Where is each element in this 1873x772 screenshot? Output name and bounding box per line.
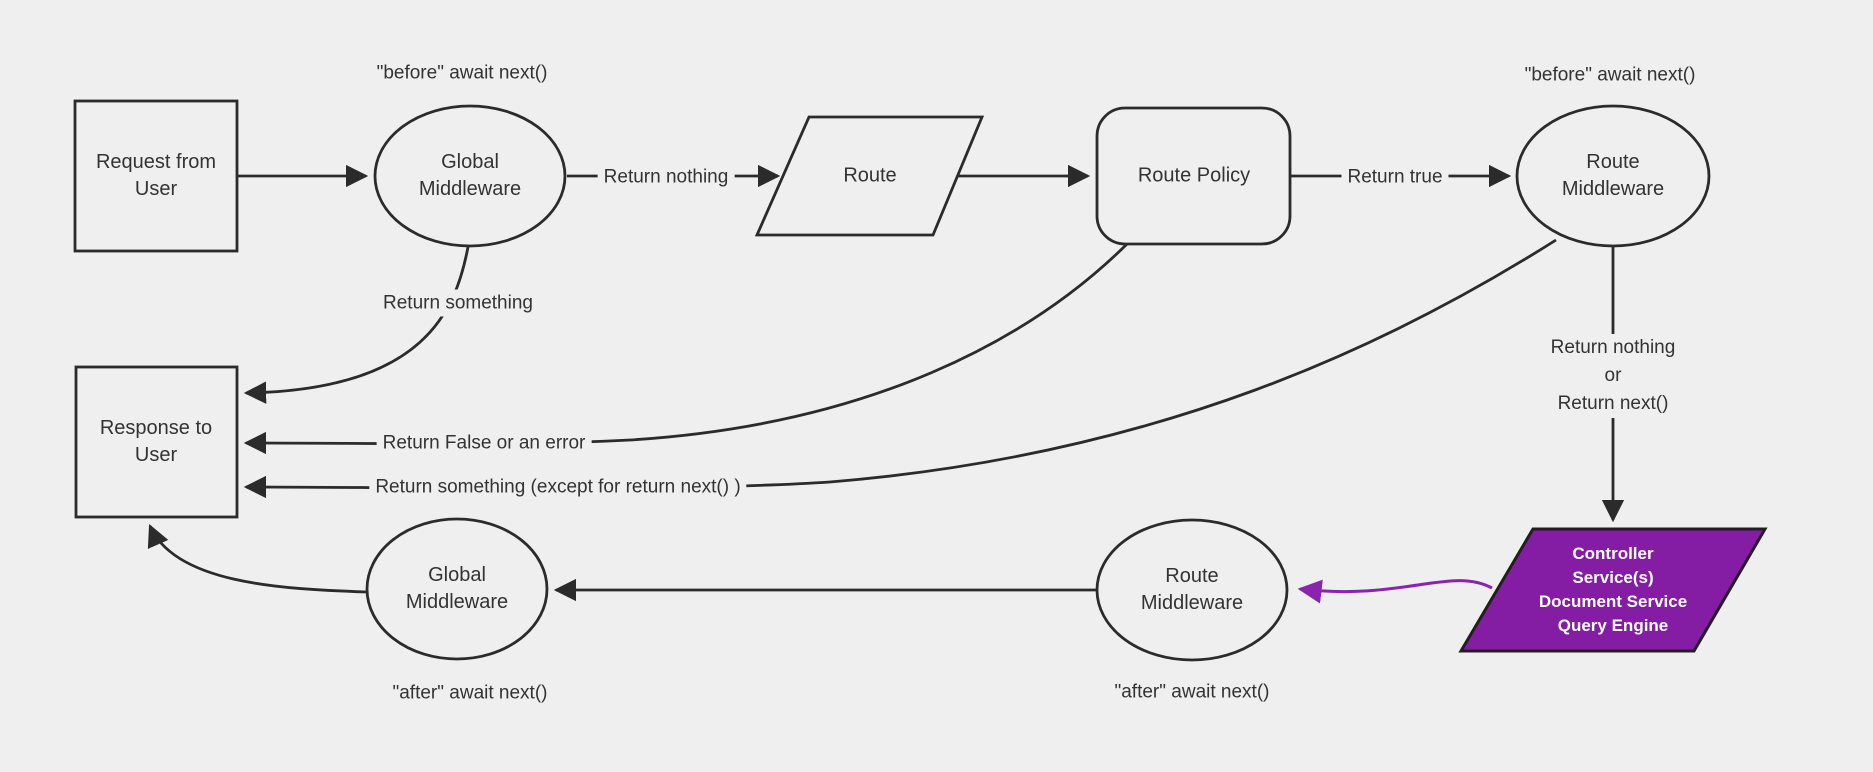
return-nothing-or-next-label: Return nothing or Return next() bbox=[1544, 334, 1682, 418]
route-policy-node bbox=[1095, 106, 1292, 246]
return-true-label: Return true bbox=[1341, 163, 1449, 191]
before-await-next-left-label: "before" await next() bbox=[376, 62, 548, 84]
request-from-user-node bbox=[73, 99, 239, 253]
response-to-user-label: Response to User bbox=[99, 417, 213, 466]
route-node bbox=[754, 115, 985, 237]
global-middleware-top-label: Global Middleware bbox=[418, 151, 522, 200]
global-middleware-bottom-label: Global Middleware bbox=[405, 564, 509, 613]
route-policy-label: Route Policy bbox=[1137, 164, 1251, 187]
after-await-next-left-label: "after" await next() bbox=[392, 682, 548, 704]
route-middleware-bottom-node bbox=[1095, 518, 1289, 662]
before-await-next-right-label: "before" await next() bbox=[1524, 64, 1696, 86]
route-middleware-top-node bbox=[1515, 104, 1711, 248]
global-middleware-bottom-node bbox=[365, 517, 549, 661]
return-something-label: Return something bbox=[377, 289, 539, 317]
controller-services-label: Controller Service(s) Document Service Q… bbox=[1538, 544, 1688, 635]
route-middleware-top-label: Route Middleware bbox=[1561, 151, 1665, 200]
route-label: Route bbox=[843, 164, 897, 187]
after-await-next-right-label: "after" await next() bbox=[1114, 681, 1270, 703]
controller-services-node bbox=[1458, 527, 1768, 653]
edge-global-middleware-return-something-to-response bbox=[243, 246, 470, 404]
return-something-except-label: Return something (except for return next… bbox=[369, 473, 747, 501]
return-nothing-label: Return nothing bbox=[597, 163, 735, 191]
route-middleware-bottom-label: Route Middleware bbox=[1140, 565, 1244, 614]
request-from-user-label: Request from User bbox=[95, 151, 217, 200]
edge-controller-to-route-middleware-bottom bbox=[1297, 579, 1493, 604]
return-false-or-error-label: Return False or an error bbox=[376, 429, 592, 457]
response-to-user-node bbox=[74, 365, 239, 519]
edge-global-middleware-bottom-to-response bbox=[147, 523, 368, 594]
global-middleware-top-node bbox=[373, 104, 567, 248]
edge-route-policy-return-false-to-response bbox=[243, 243, 1128, 455]
